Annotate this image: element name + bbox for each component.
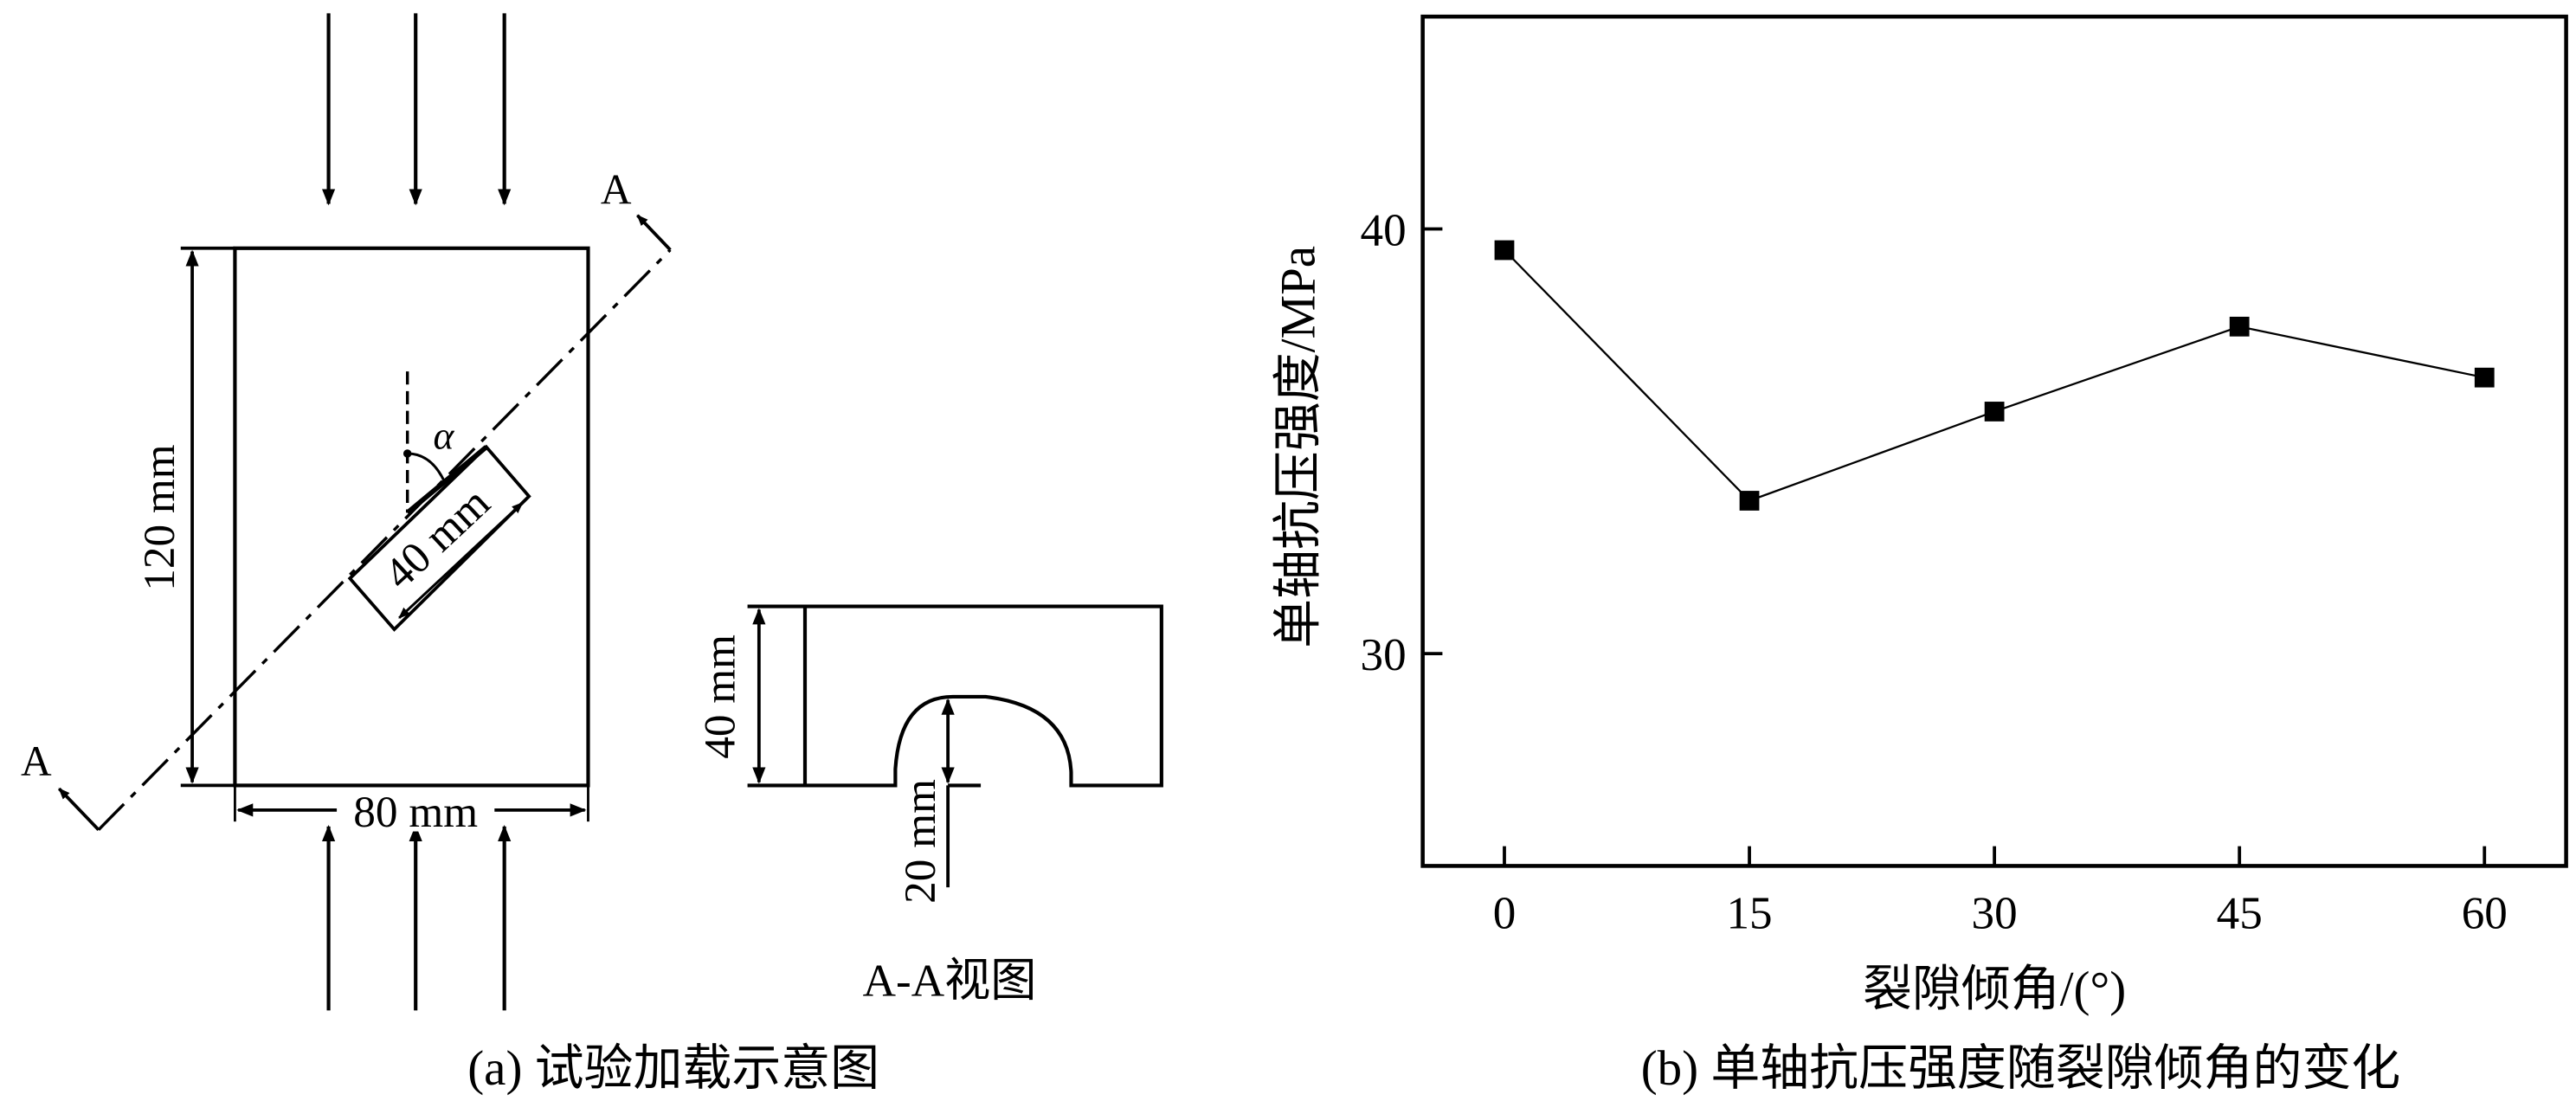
x-tick-label: 15 xyxy=(1726,889,1772,939)
x-tick-label: 45 xyxy=(2217,889,2263,939)
y-tick-label: 30 xyxy=(1361,630,1407,680)
section-height-label: 40 mm xyxy=(695,634,744,759)
data-point-marker xyxy=(1984,402,2005,422)
series-line xyxy=(1504,249,2485,502)
plot-frame xyxy=(1420,14,2568,868)
section-view-title: A-A视图 xyxy=(863,956,1037,1006)
section-label-top: A xyxy=(601,166,632,214)
angle-arc xyxy=(407,452,445,481)
section-line xyxy=(97,248,672,831)
x-tick-label: 0 xyxy=(1493,889,1517,939)
crack-dimension-box xyxy=(347,444,531,632)
data-point-marker xyxy=(1494,240,1515,261)
x-tick-label: 60 xyxy=(2462,889,2508,939)
y-tick-label: 40 xyxy=(1361,205,1407,255)
angle-alpha-label: α xyxy=(433,413,454,457)
y-axis-label: 单轴抗压强度/MPa xyxy=(1271,246,1325,648)
height-dimension-label: 120 mm xyxy=(135,444,184,591)
specimen-outline xyxy=(233,246,590,788)
width-dimension-label: 80 mm xyxy=(353,788,478,837)
data-point-marker xyxy=(1739,491,1760,511)
x-tick-label: 30 xyxy=(1972,889,2018,939)
section-view xyxy=(747,604,1163,888)
x-axis-label: 裂隙倾角/(°) xyxy=(1863,963,2126,1017)
data-point-marker xyxy=(2474,367,2495,388)
notch-depth-label: 20 mm xyxy=(896,779,945,904)
top-load-arrows xyxy=(322,13,512,206)
ucs-chart: 0 15 30 45 60 30 40 裂隙倾角/(°) 单轴抗压强度/MPa (b) 单… xyxy=(1271,14,2568,1096)
data-point-marker xyxy=(2229,316,2250,337)
section-view-outline xyxy=(747,604,1163,788)
section-label-bottom: A xyxy=(21,737,52,785)
bottom-load-arrows xyxy=(322,824,512,1011)
caption-a: (a) 试验加载示意图 xyxy=(467,1041,879,1096)
chart-title: (b) 单轴抗压强度随裂隙倾角的变化 xyxy=(1641,1041,2401,1096)
